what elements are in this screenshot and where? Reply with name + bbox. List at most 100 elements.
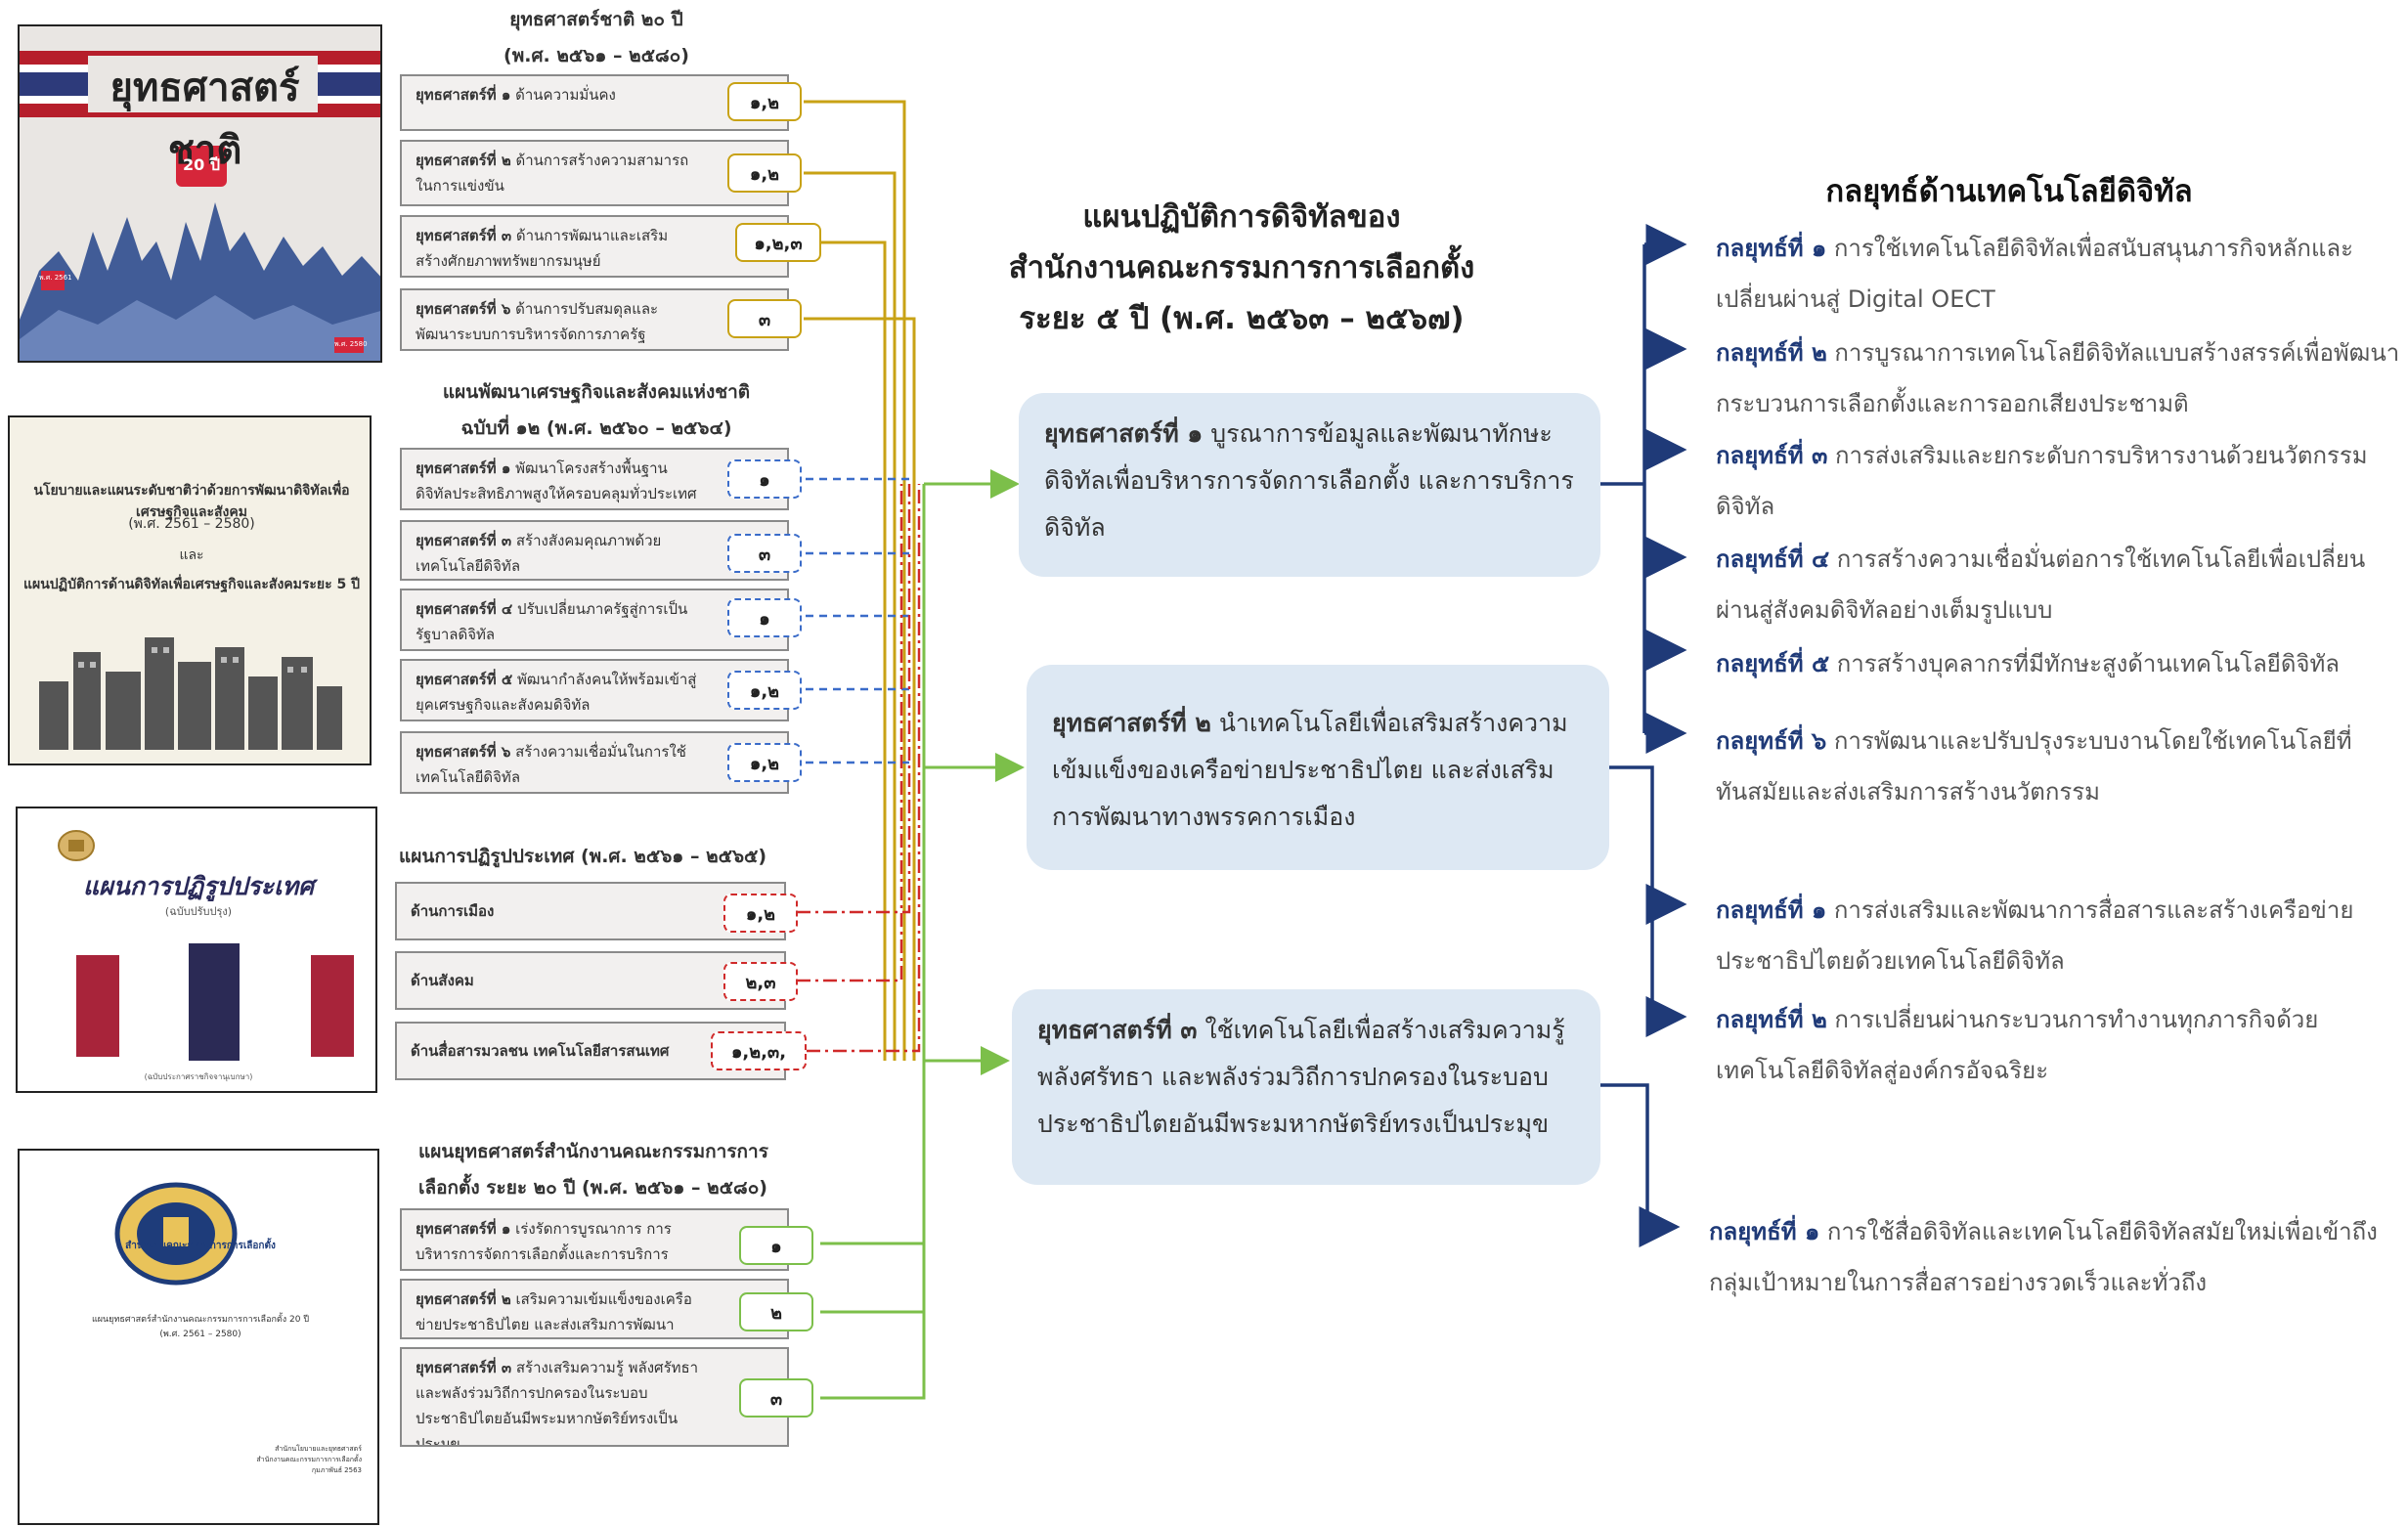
blue-connectors [792, 477, 909, 764]
tactic-prefix: กลยุทธ์ที่ ๒ [1716, 1006, 1827, 1033]
item-prefix: ยุทธศาสตร์ที่ ๑ [416, 1220, 511, 1238]
center-title: แผนปฏิบัติการดิจิทัลของ สำนักงานคณะกรรมก… [987, 192, 1496, 344]
item-text: ด้านการสร้างความสามารถในการแข่งขัน [416, 152, 689, 195]
item-tag: ๑,๒ [727, 743, 802, 782]
item-tag: ๑,๒ [727, 671, 802, 710]
cover-footer-2: สำนักงานคณะกรรมการการเลือกตั้ง [256, 1456, 362, 1463]
red-connectors [797, 484, 921, 1053]
tactic-prefix: กลยุทธ์ที่ ๑ [1716, 235, 1827, 262]
cover-footer-1: สำนักนโยบายและยุทธศาสตร์ [275, 1445, 362, 1453]
tactic-item: กลยุทธ์ที่ ๖ การพัฒนาและปรับปรุงระบบงานโ… [1716, 716, 2361, 817]
item-prefix: ยุทธศาสตร์ที่ ๔ [416, 600, 513, 618]
reform-plan-item: ด้านการเมือง [395, 882, 786, 940]
tactic-text: การสร้างบุคลากรที่มีทักษะสูงด้านเทคโนโลย… [1829, 650, 2341, 677]
cover-line1: นโยบายและแผนระดับชาติว่าด้วยการพัฒนาดิจิ… [33, 483, 350, 520]
cover-heading: แผนการปฏิรูปประเทศ [82, 872, 315, 900]
digital-economy-plan-cover: นโยบายและแผนระดับชาติว่าด้วยการพัฒนาดิจิ… [8, 415, 372, 765]
item-tag: ๑,๒ [727, 153, 802, 193]
oect-plan-item: ยุทธศาสตร์ที่ ๒ เสริมความเข้มแข็งของเครื… [400, 1279, 789, 1339]
item-text: ด้านสังคม [411, 972, 474, 989]
item-prefix: ยุทธศาสตร์ที่ ๖ [416, 743, 511, 761]
tactic-prefix: กลยุทธ์ที่ ๒ [1716, 339, 1827, 367]
green-connectors [820, 469, 1025, 1400]
item-tag: ๑ [727, 459, 802, 499]
title-line-1: แผนยุทธศาสตร์สำนักงานคณะกรรมการการ [418, 1141, 768, 1162]
tactic-text: การสร้างความเชื่อมั่นต่อการใช้เทคโนโลยีเ… [1716, 545, 2366, 624]
item-prefix: ยุทธศาสตร์ที่ ๕ [416, 671, 513, 688]
item-text: ด้านการปรับสมดุลและพัฒนาระบบการบริหารจัด… [416, 300, 659, 343]
oect-plan-item: ยุทธศาสตร์ที่ ๓ สร้างเสริมความรู้ พลังศร… [400, 1347, 789, 1447]
tactic-item: กลยุทธ์ที่ ๑ การใช้เทคโนโลยีดิจิทัลเพื่อ… [1716, 223, 2390, 325]
item-tag: ๑ [727, 598, 802, 637]
oect-plan-title: แผนยุทธศาสตร์สำนักงานคณะกรรมการการ เลือก… [418, 1134, 810, 1206]
flag-bars-image [76, 943, 354, 1061]
item-tag: ๑,๒,๓ [735, 223, 821, 262]
item-text: ปรับเปลี่ยนภาครัฐสู่การเป็นรัฐบาลดิจิทัล [416, 600, 688, 643]
item-tag: ๓ [727, 299, 802, 338]
economic-plan-item: ยุทธศาสตร์ที่ ๖ สร้างความเชื่อมั่นในการใ… [400, 731, 789, 794]
title-line-2: ฉบับที่ ๑๒ (พ.ศ. ๒๕๖๐ – ๒๕๖๔) [460, 417, 732, 439]
cover-line4: แผนปฏิบัติการด้านดิจิทัลเพื่อเศรษฐกิจและ… [22, 577, 361, 592]
cover-footer: (ฉบับประกาศราชกิจจานุเบกษา) [144, 1072, 253, 1081]
item-text: ด้านความมั่นคง [510, 86, 616, 104]
tactic-item: กลยุทธ์ที่ ๓ การส่งเสริมและยกระดับการบริ… [1716, 430, 2390, 532]
item-prefix: ยุทธศาสตร์ที่ ๓ [416, 227, 512, 244]
tactic-text: การส่งเสริมและพัฒนาการสื่อสารและสร้างเคร… [1716, 896, 2354, 975]
item-prefix: ยุทธศาสตร์ที่ ๒ [416, 152, 511, 169]
strategy-text: บูรณาการข้อมูลและพัฒนาทักษะดิจิทัลเพื่อบ… [1044, 419, 1574, 542]
item-text: เสริมความเข้มแข็งของเครือข่ายประชาธิปไตย… [416, 1290, 692, 1333]
tactic-item: กลยุทธ์ที่ ๕ การสร้างบุคลากรที่มีทักษะสู… [1716, 638, 2390, 689]
item-text: ด้านการพัฒนาและเสริมสร้างศักยภาพทรัพยากร… [416, 227, 669, 270]
tactic-prefix: กลยุทธ์ที่ ๑ [1716, 896, 1827, 924]
tactic-item: กลยุทธ์ที่ ๑ การส่งเสริมและพัฒนาการสื่อส… [1716, 885, 2381, 986]
center-strategy-1: ยุทธศาสตร์ที่ ๑ บูรณาการข้อมูลและพัฒนาทั… [1019, 393, 1600, 577]
tactic-prefix: กลยุทธ์ที่ ๕ [1716, 650, 1830, 677]
emblem-icon [58, 830, 95, 861]
item-prefix: ยุทธศาสตร์ที่ ๓ [416, 1359, 512, 1376]
tactic-text: การใช้สื่อดิจิทัลและเทคโนโลยีดิจิทัลสมัย… [1709, 1218, 2378, 1296]
tactic-text: การบูรณาการเทคโนโลยีดิจิทัลแบบสร้างสรรค์… [1716, 339, 2400, 417]
item-tag: ๓ [727, 534, 802, 573]
strategy-prefix: ยุทธศาสตร์ที่ ๑ [1044, 419, 1204, 448]
strategy-text: นำเทคโนโลยีเพื่อเสริมสร้างความเข้มแข็งขอ… [1052, 709, 1568, 831]
title-line-2: (พ.ศ. ๒๕๖๑ – ๒๕๘๐) [503, 45, 689, 66]
item-tag: ๒,๓ [723, 962, 798, 1001]
strategy-prefix: ยุทธศาสตร์ที่ ๓ [1037, 1016, 1198, 1044]
title-line-1: แผนปฏิบัติการดิจิทัลของ [1082, 199, 1401, 235]
item-prefix: ยุทธศาสตร์ที่ ๑ [416, 86, 511, 104]
item-prefix: ยุทธศาสตร์ที่ ๑ [416, 459, 511, 477]
thai-flag-skyline-image [20, 51, 380, 361]
cover-year-start: พ.ศ. 2561 [39, 274, 72, 282]
cover-subheading: (ฉบับปรับปรุง) [164, 905, 233, 918]
national-strategy-title: ยุทธศาสตร์ชาติ ๒๐ ปี (พ.ศ. ๒๕๖๑ – ๒๕๘๐) [420, 2, 772, 74]
national-strategy-item: ยุทธศาสตร์ที่ ๒ ด้านการสร้างความสามารถใน… [400, 140, 789, 206]
item-tag: ๒ [739, 1292, 813, 1331]
oect-plan-item: ยุทธศาสตร์ที่ ๑ เร่งรัดการบูรณาการ การบร… [400, 1208, 789, 1271]
title-line-1: แผนพัฒนาเศรษฐกิจและสังคมแห่งชาติ [442, 381, 751, 403]
tactic-text: การส่งเสริมและยกระดับการบริหารงานด้วยนวั… [1716, 442, 2368, 520]
item-text: พัฒนาโครงสร้างพื้นฐานดิจิทัลประสิทธิภาพส… [416, 459, 697, 502]
item-prefix: ยุทธศาสตร์ที่ ๖ [416, 300, 511, 318]
economic-plan-item: ยุทธศาสตร์ที่ ๕ พัฒนากำลังคนให้พร้อมเข้า… [400, 659, 789, 721]
cover-line2: (พ.ศ. 2561 – 2580) [128, 516, 255, 532]
national-strategy-cover: ยุทธศาสตร์ชาติ 20 ปี พ.ศ. 2561 พ.ศ. 2580 [18, 24, 382, 363]
title-line-1: ยุทธศาสตร์ชาติ ๒๐ ปี [509, 9, 683, 30]
tactic-prefix: กลยุทธ์ที่ ๔ [1716, 545, 1830, 573]
item-text: เร่งรัดการบูรณาการ การบริหารการจัดการเลื… [416, 1220, 672, 1263]
item-prefix: ยุทธศาสตร์ที่ ๓ [416, 532, 512, 549]
item-text: สร้างความเชื่อมั่นในการใช้เทคโนโลยีดิจิท… [416, 743, 686, 786]
economic-plan-item: ยุทธศาสตร์ที่ ๑ พัฒนาโครงสร้างพื้นฐานดิจ… [400, 448, 789, 510]
item-text: ด้านสื่อสารมวลชน เทคโนโลยีสารสนเทศ [411, 1042, 670, 1060]
item-tag: ๓ [739, 1378, 813, 1418]
navy-connectors [1598, 224, 1687, 1247]
center-strategy-2: ยุทธศาสตร์ที่ ๒ นำเทคโนโลยีเพื่อเสริมสร้… [1027, 665, 1609, 870]
oect-emblem-icon [114, 1182, 238, 1286]
tactic-item: กลยุทธ์ที่ ๒ การบูรณาการเทคโนโลยีดิจิทัล… [1716, 327, 2400, 429]
economic-plan-item: ยุทธศาสตร์ที่ ๔ ปรับเปลี่ยนภาครัฐสู่การเ… [400, 589, 789, 651]
strategy-prefix: ยุทธศาสตร์ที่ ๒ [1052, 709, 1211, 737]
cover-org: สำนักงานคณะกรรมการการเลือกตั้ง [125, 1241, 276, 1251]
national-strategy-item: ยุทธศาสตร์ที่ ๖ ด้านการปรับสมดุลและพัฒนา… [400, 288, 789, 351]
economic-plan-item: ยุทธศาสตร์ที่ ๓ สร้างสังคมคุณภาพด้วยเทคโ… [400, 520, 789, 581]
reform-plan-item: ด้านสังคม [395, 951, 786, 1010]
national-strategy-item: ยุทธศาสตร์ที่ ๓ ด้านการพัฒนาและเสริมสร้า… [400, 215, 789, 278]
